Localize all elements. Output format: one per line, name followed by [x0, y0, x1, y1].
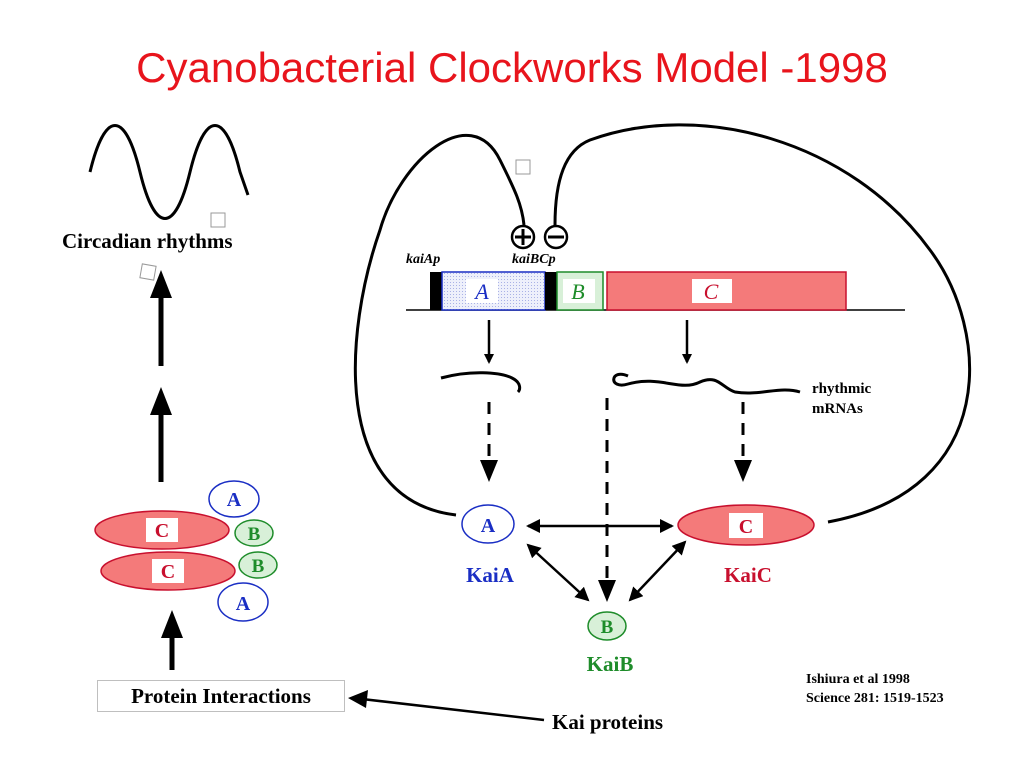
arrow-kai-to-interactions: [361, 697, 545, 722]
kaiap-marker: [430, 272, 442, 310]
complex-kaib-1: [234, 519, 274, 547]
promoter-kaiap: kaiAp: [406, 252, 440, 267]
svg-text:C: C: [739, 516, 753, 538]
complex-kaib-2: [238, 551, 278, 579]
svg-text:B: B: [252, 556, 265, 577]
citation-line2: Science 281: 1519-1523: [806, 691, 944, 706]
svg-text:A: A: [227, 489, 242, 511]
svg-text:C: C: [704, 279, 719, 304]
svg-text:B: B: [571, 279, 584, 304]
placeholder-square-1: [515, 159, 531, 175]
protein-interactions-label: Protein Interactions: [97, 680, 345, 712]
page-title: Cyanobacterial Clockworks Model -1998: [136, 44, 888, 91]
placeholder-square-3: [139, 263, 157, 281]
kai-proteins-label: Kai proteins: [552, 710, 663, 734]
mrnas-label: mRNAs: [812, 401, 863, 417]
citation: Ishiura et al 1998 Science 281: 1519-152…: [806, 670, 944, 708]
svg-text:B: B: [248, 524, 261, 545]
kaib-name: KaiB: [587, 652, 634, 676]
kaia-name: KaiA: [466, 563, 515, 587]
rhythmic-label: rhythmic: [812, 381, 872, 397]
circadian-label: Circadian rhythms: [62, 229, 233, 253]
mrna-kaibc: [612, 372, 801, 395]
svg-text:A: A: [236, 593, 251, 615]
complex-kaia-top: [208, 480, 260, 518]
interaction-c-b: [628, 540, 687, 602]
kaibcp-marker: [545, 272, 557, 310]
placeholder-square-2: [210, 212, 226, 228]
svg-text:C: C: [155, 520, 169, 542]
interaction-a-b: [526, 543, 590, 602]
circadian-wave: [88, 124, 250, 220]
feedback-loop-kaia: [353, 134, 526, 517]
protein-kaia: [461, 504, 515, 544]
svg-text:C: C: [161, 561, 175, 583]
feedback-loop-kaic: [553, 123, 972, 524]
promoter-kaibcp: kaiBCp: [512, 252, 556, 267]
svg-text:A: A: [481, 515, 496, 537]
kaic-name: KaiC: [724, 563, 772, 587]
svg-text:B: B: [601, 617, 614, 638]
protein-kaib: [587, 611, 627, 641]
complex-kaia-bottom: [217, 582, 269, 622]
svg-text:A: A: [473, 279, 489, 304]
mrna-kaia: [440, 371, 522, 394]
citation-line1: Ishiura et al 1998: [806, 672, 910, 687]
